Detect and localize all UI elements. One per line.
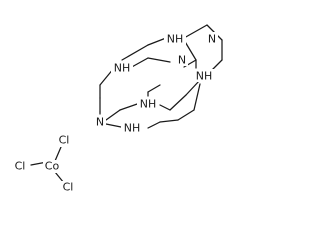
bond [121, 44, 149, 61]
n-label-right-upper: N [208, 33, 216, 46]
bond [177, 109, 195, 121]
atom-labels: NH N N NH NH NH N NH Co Cl Cl Cl [11, 32, 218, 194]
bond [211, 59, 223, 71]
bond [159, 119, 179, 123]
bond [183, 24, 208, 39]
co-label: Co [45, 160, 60, 173]
bond [105, 109, 121, 121]
nh-label-top: NH [167, 33, 184, 46]
nh-label-bottom: NH [124, 122, 141, 135]
bond [147, 84, 161, 93]
bond [159, 104, 171, 111]
cl-label-left: Cl [15, 160, 26, 173]
nh-label-right: NH [196, 70, 213, 83]
n-label-inner-right: N [178, 54, 186, 67]
bond [147, 37, 167, 46]
cl-label-top: Cl [59, 134, 70, 147]
cl-label-bottom: Cl [63, 181, 74, 194]
bond [54, 146, 62, 162]
chemical-structure-diagram: NH N N NH NH NH N NH Co Cl Cl Cl [11, 24, 223, 194]
bond [185, 79, 201, 96]
bond [147, 121, 161, 129]
bond [169, 94, 187, 111]
nh-label-left: NH [114, 62, 131, 75]
nh-label-center: NH [140, 98, 157, 111]
bond [193, 83, 201, 111]
n-label-bottom-left: N [96, 116, 104, 129]
bond [147, 57, 171, 63]
bond [119, 102, 141, 111]
